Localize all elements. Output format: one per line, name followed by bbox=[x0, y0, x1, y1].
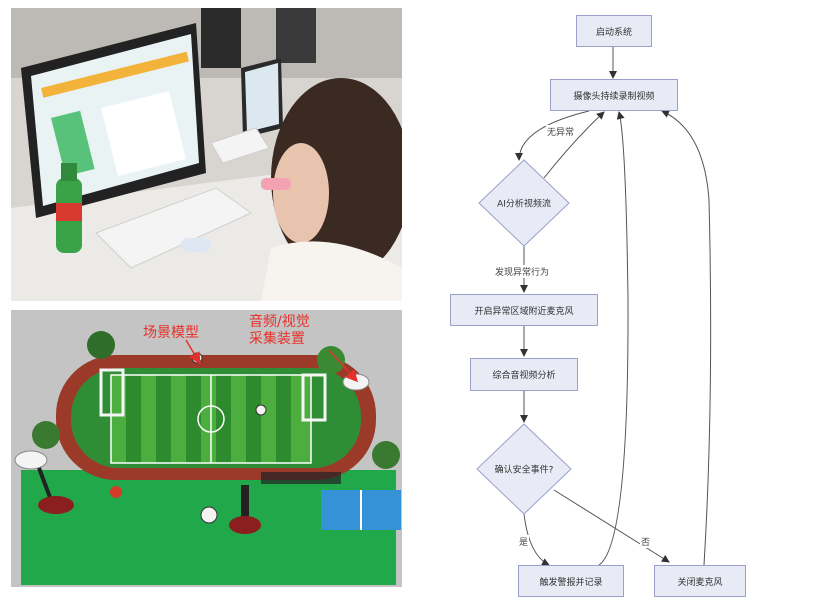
edge-camera-ai bbox=[515, 110, 590, 161]
node-confirm-decision bbox=[476, 423, 572, 515]
node-ai-decision bbox=[478, 159, 570, 247]
av-device-arrow bbox=[328, 349, 359, 383]
node-analysis: 综合音视频分析 bbox=[470, 358, 578, 391]
edge-micoff-camera bbox=[661, 110, 712, 566]
node-mic-on: 开启异常区域附近麦克风 bbox=[450, 294, 598, 326]
node-start: 启动系统 bbox=[576, 15, 652, 47]
edge-label-yes: 是 bbox=[518, 535, 530, 548]
scene-model-label: 场景模型 bbox=[143, 325, 199, 341]
edge-label-no-anomaly: 无异常 bbox=[546, 125, 576, 138]
photo-student-computer bbox=[11, 8, 402, 301]
photo-scene-model: 场景模型 音频/视觉 采集装置 bbox=[11, 310, 402, 587]
node-confirm-decision-label: 确认安全事件? bbox=[494, 465, 554, 476]
av-device-label-line1: 音频/视觉 bbox=[249, 314, 310, 330]
edge-label-no: 否 bbox=[640, 535, 652, 548]
edge-label-anomaly: 发现异常行为 bbox=[494, 265, 551, 278]
node-ai-decision-label: AI分析视频流 bbox=[497, 199, 551, 210]
photo-student-computer-drawing bbox=[11, 8, 402, 301]
edge-alarm-camera bbox=[598, 111, 629, 566]
edge-confirm-micoff bbox=[553, 489, 670, 563]
node-camera: 摄像头持续录制视频 bbox=[550, 79, 678, 111]
edge-confirm-alarm bbox=[523, 513, 550, 566]
av-device-label-line2: 采集装置 bbox=[249, 331, 305, 347]
scene-model-drawing bbox=[11, 310, 402, 587]
scene-model-arrow bbox=[185, 339, 201, 365]
av-device-label: 音频/视觉 采集装置 bbox=[249, 314, 310, 348]
edge-ai-camera-loop bbox=[543, 111, 605, 179]
node-alarm: 触发警报并记录 bbox=[518, 565, 624, 597]
node-mic-off: 关闭麦克风 bbox=[654, 565, 746, 597]
annotation-arrows bbox=[185, 339, 359, 383]
